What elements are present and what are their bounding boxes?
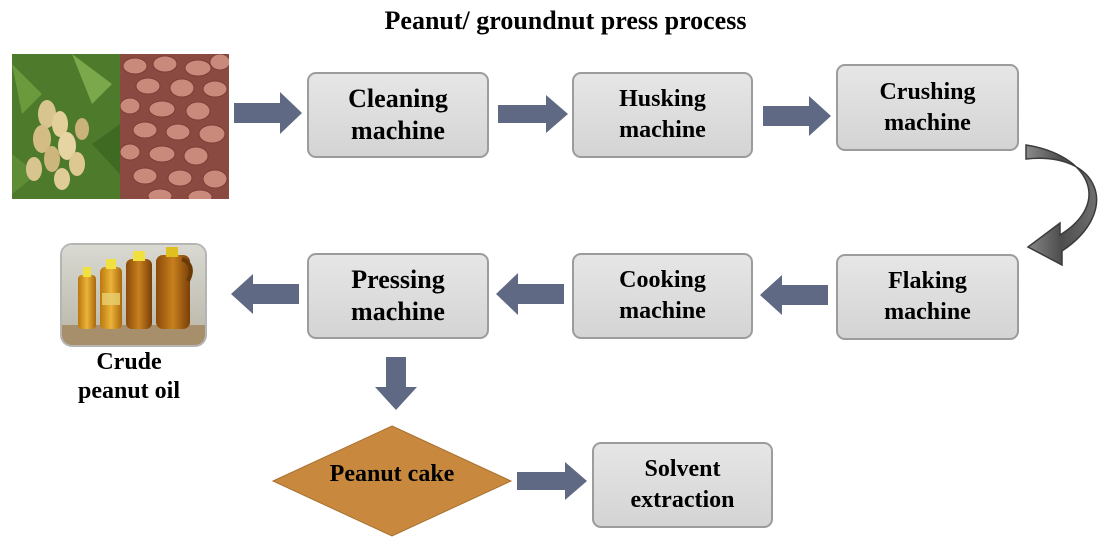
- peanut-cake-diamond: [271, 425, 513, 537]
- curved-arrow-icon: [1025, 144, 1098, 267]
- oil-bottles-photo: [60, 243, 207, 347]
- flaking-machine-box: Flaking machine: [836, 254, 1019, 340]
- arrow-left-icon: [231, 274, 299, 314]
- cooking-machine-box: Cooking machine: [572, 253, 753, 339]
- arrow-left-icon: [760, 275, 828, 315]
- husking-machine-box: Husking machine: [572, 72, 753, 158]
- peanut-kernels-photo: [120, 54, 229, 199]
- arrow-right-icon: [517, 462, 587, 500]
- solvent-extraction-box: Solvent extraction: [592, 442, 773, 528]
- arrow-left-icon: [496, 273, 564, 315]
- cleaning-machine-box: Cleaning machine: [307, 72, 489, 158]
- arrow-right-icon: [234, 92, 302, 134]
- diagram-title: Peanut/ groundnut press process: [384, 6, 747, 35]
- peanut-cake-label: Peanut cake: [329, 461, 455, 487]
- crushing-machine-box: Crushing machine: [836, 64, 1019, 151]
- crude-peanut-oil-label: Crude peanut oil: [77, 349, 181, 404]
- arrow-right-icon: [498, 95, 568, 133]
- pressing-machine-box: Pressing machine: [307, 253, 489, 339]
- arrow-right-icon: [763, 96, 831, 136]
- arrow-down-icon: [375, 357, 417, 410]
- peanut-plant-photo: [12, 54, 120, 199]
